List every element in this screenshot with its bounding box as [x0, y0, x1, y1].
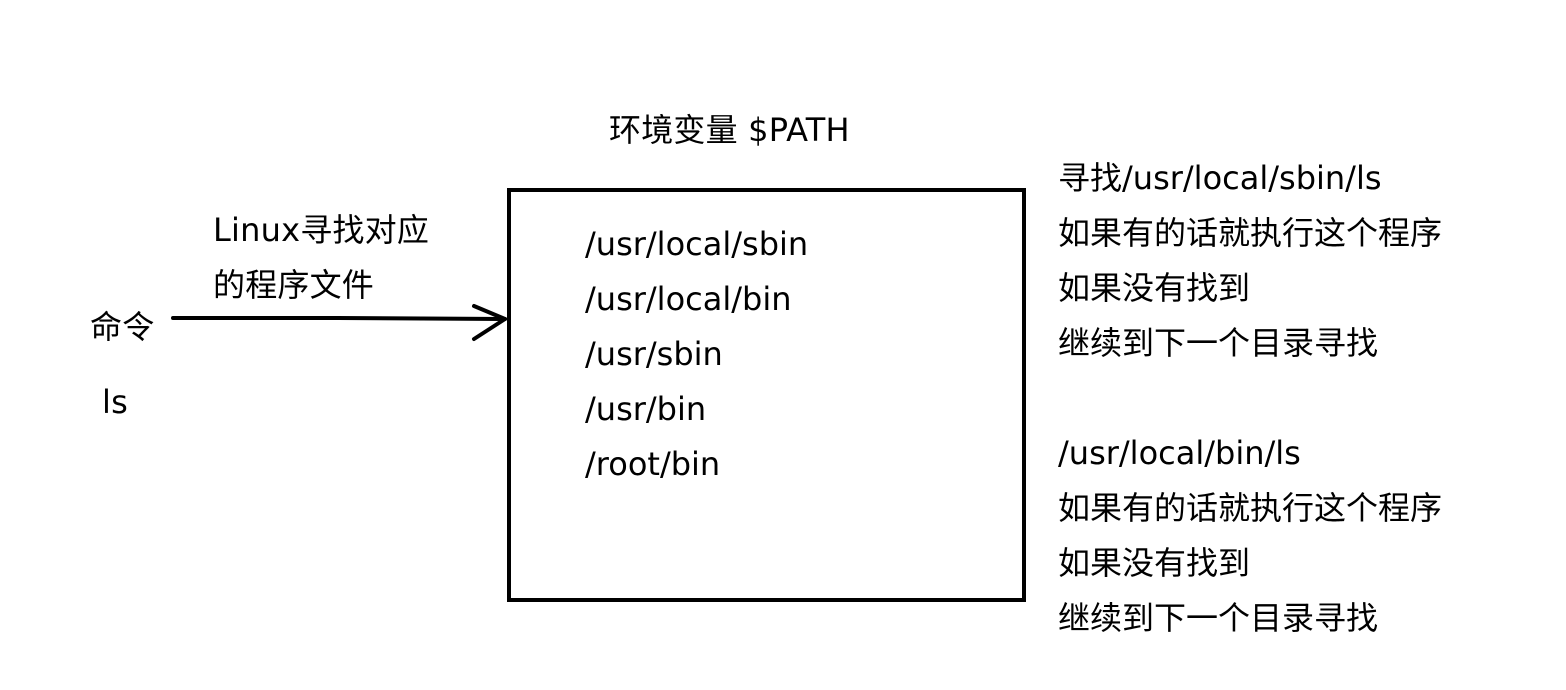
arrow-caption-line1: Linux寻找对应 — [213, 211, 430, 249]
step-line: 如果有的话就执行这个程序 — [1058, 489, 1443, 527]
step-line: 如果没有找到 — [1058, 544, 1251, 582]
command-label: 命令 — [90, 308, 155, 346]
step-line: /usr/local/bin/ls — [1058, 434, 1301, 472]
step-line: 寻找/usr/local/sbin/ls — [1058, 159, 1382, 197]
path-box — [507, 188, 1026, 602]
step-line: 如果没有找到 — [1058, 269, 1251, 307]
path-entry: /usr/bin — [585, 390, 707, 428]
step-block-2: /usr/local/bin/ls 如果有的话就执行这个程序 如果没有找到 继续… — [1058, 437, 1442, 657]
command-value: ls — [102, 383, 128, 421]
arrow-shaft — [171, 316, 507, 321]
path-entry: /root/bin — [585, 445, 721, 483]
path-entry: /usr/local/sbin — [585, 225, 809, 263]
step-line: 如果有的话就执行这个程序 — [1058, 214, 1443, 252]
path-entry: /usr/local/bin — [585, 280, 792, 318]
step-line: 继续到下一个目录寻找 — [1058, 599, 1379, 637]
step-block-1: 寻找/usr/local/sbin/ls 如果有的话就执行这个程序 如果没有找到… — [1058, 162, 1442, 382]
path-entry: /usr/sbin — [585, 335, 723, 373]
arrow-head — [472, 304, 507, 341]
path-entry-list: /usr/local/sbin /usr/local/bin /usr/sbin… — [585, 228, 808, 503]
step-line: 继续到下一个目录寻找 — [1058, 324, 1379, 362]
diagram-title: 环境变量 $PATH — [609, 111, 850, 149]
right-arrow-icon — [171, 304, 507, 341]
arrow-caption-line2: 的程序文件 — [213, 266, 375, 304]
